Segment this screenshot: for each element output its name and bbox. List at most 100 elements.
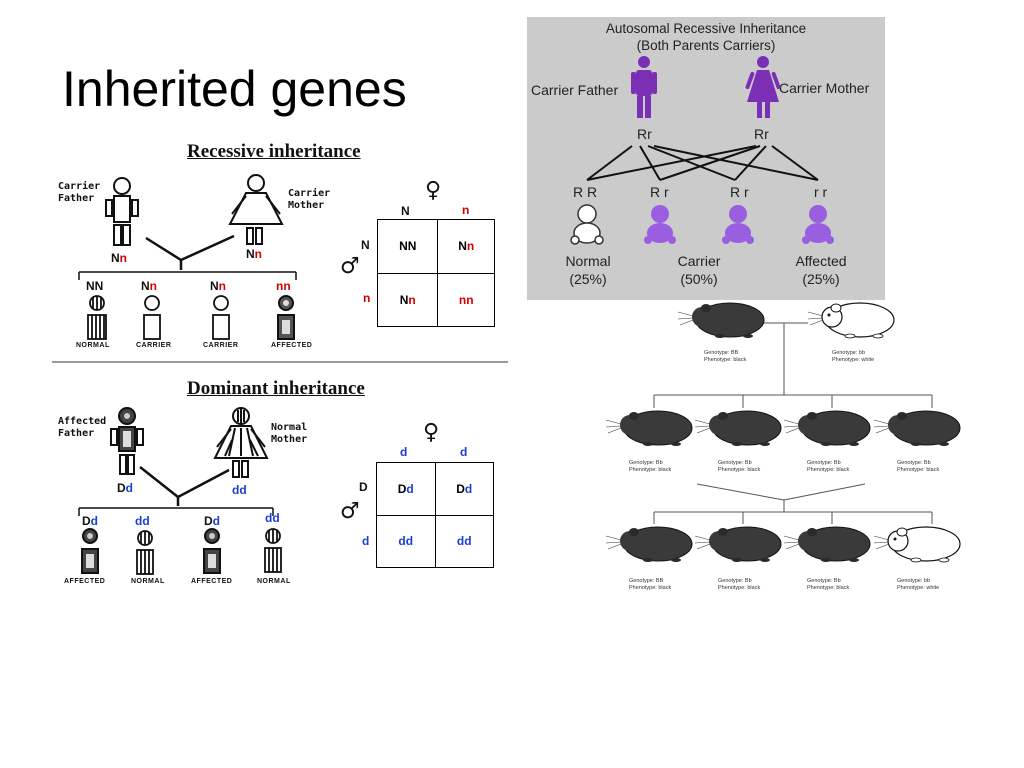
recessive-child4-status: AFFECTED <box>271 342 313 349</box>
recessive-child3-status: CARRIER <box>203 342 239 349</box>
recessive-mother-label-line2: Mother <box>288 200 325 211</box>
male-symbol-icon: ♂ <box>340 254 360 279</box>
recessive-father-genotype: Nn <box>111 251 128 265</box>
dominant-punnett-row-header-1: D <box>359 480 368 494</box>
carrier-baby-icon <box>644 205 676 244</box>
recessive-child4-genotype: nn <box>276 279 291 293</box>
dominant-mother-label-line1: Normal <box>271 422 308 433</box>
affected-baby-icon <box>802 205 834 244</box>
recessive-child-carrier1-figure <box>143 295 161 340</box>
recessive-father-label-line1: Carrier <box>58 181 101 192</box>
dominant-child3-genotype: Dd <box>204 514 221 528</box>
f2-genotype-1: Genotype: BB <box>629 578 664 584</box>
f1-genotype-1: Genotype: Bb <box>629 460 663 466</box>
f2-guinea-pig-3 <box>783 526 871 563</box>
dominant-mother-genotype: dd <box>232 483 247 497</box>
f2-guinea-pig-4 <box>873 526 961 563</box>
recessive-punnett-col-header-2: n <box>462 203 470 217</box>
dominant-child4-status: NORMAL <box>257 578 291 585</box>
outcome-affected-percent: (25%) <box>802 271 840 287</box>
dominant-child-affected1-figure <box>81 528 99 574</box>
recessive-punnett-square: NN Nn Nn nn <box>376 219 495 327</box>
outcome-normal: Normal (25%) <box>558 252 618 288</box>
parent1-genotype: Genotype: BB <box>704 350 739 356</box>
offspring-genotype-4: r r <box>814 184 828 200</box>
f2-phenotype-4: Phenotype: white <box>897 585 940 591</box>
recessive-father-figure <box>105 177 139 246</box>
female-symbol-icon: ♀ <box>423 420 440 445</box>
parent2-genotype: Genotype: bb <box>832 350 866 356</box>
recessive-child-carrier2-figure <box>212 295 230 340</box>
parent2-phenotype: Phenotype: white <box>832 357 875 363</box>
f1-genotype-3: Genotype: Bb <box>807 460 841 466</box>
dominant-child1-genotype: Dd <box>82 514 99 528</box>
recessive-father-label: Carrier Father <box>58 181 100 205</box>
dominant-father-label: Affected Father <box>58 416 106 440</box>
autosomal-father-genotype: Rr <box>637 126 652 142</box>
dominant-child1-status: AFFECTED <box>64 578 106 585</box>
f1-genotype-2: Genotype: Bb <box>718 460 752 466</box>
f1-guinea-pig-4 <box>873 410 961 447</box>
parent-black-guinea-pig <box>677 302 765 339</box>
dominant-punnett-col-header-2: d <box>460 445 468 459</box>
dominant-pedigree-diagram <box>78 407 282 575</box>
parent1-phenotype: Phenotype: black <box>704 357 747 363</box>
outcome-carrier-percent: (50%) <box>680 271 718 287</box>
f1-phenotype-1: Phenotype: black <box>629 467 672 473</box>
f2-guinea-pig-2 <box>694 526 782 563</box>
outcome-affected: Affected (25%) <box>789 252 853 288</box>
normal-baby-icon <box>570 204 604 245</box>
recessive-mother-label-line1: Carrier <box>288 188 331 199</box>
recessive-mother-figure <box>228 174 284 245</box>
dominant-punnett-square: Dd Dd dd dd <box>376 462 494 568</box>
dominant-child-normal2-figure <box>264 528 282 573</box>
slide-title: Inherited genes <box>62 61 407 117</box>
dominant-father-figure <box>110 407 144 475</box>
autosomal-title-line2: (Both Parents Carriers) <box>636 38 776 53</box>
f2-phenotype-1: Phenotype: black <box>629 585 672 591</box>
recessive-father-label-line2: Father <box>58 193 95 204</box>
outcome-affected-label: Affected <box>795 253 847 269</box>
recessive-child1-status: NORMAL <box>76 342 110 349</box>
offspring-genotype-1: R R <box>573 184 598 200</box>
recessive-punnett-row-header-2: n <box>363 291 371 305</box>
f1-phenotype-3: Phenotype: black <box>807 467 850 473</box>
recessive-punnett-cell: NN <box>376 219 439 274</box>
recessive-mother-label: Carrier Mother <box>288 188 330 212</box>
dominant-father-label-line1: Affected <box>58 416 107 427</box>
dominant-mother-figure <box>213 407 269 478</box>
f2-phenotype-3: Phenotype: black <box>807 585 850 591</box>
f2-genotype-2: Genotype: Bb <box>718 578 752 584</box>
f1-phenotype-2: Phenotype: black <box>718 467 761 473</box>
recessive-pedigree-diagram <box>52 174 508 363</box>
father-person-icon <box>631 56 657 118</box>
recessive-child1-genotype: NN <box>86 279 104 293</box>
f2-genotype-4: Genotype: bb <box>897 578 931 584</box>
autosomal-mother-genotype: Rr <box>754 126 769 142</box>
dominant-father-genotype: Dd <box>117 481 134 495</box>
parent-white-guinea-pig <box>807 302 895 339</box>
mother-person-icon <box>745 56 781 118</box>
autosomal-title: Autosomal Recessive Inheritance (Both Pa… <box>527 20 885 54</box>
recessive-punnett-col-header-1: N <box>401 204 410 218</box>
f1-guinea-pig-1 <box>605 410 693 447</box>
f2-guinea-pig-1 <box>605 526 693 563</box>
autosomal-diagram <box>570 56 834 245</box>
recessive-mother-genotype: Nn <box>246 247 263 261</box>
autosomal-title-line1: Autosomal Recessive Inheritance <box>605 21 807 36</box>
male-symbol-icon: ♂ <box>340 499 360 524</box>
outcome-normal-percent: (25%) <box>569 271 607 287</box>
f1-guinea-pig-2 <box>694 410 782 447</box>
f1-phenotype-4: Phenotype: black <box>897 467 940 473</box>
autosomal-father-label: Carrier Father <box>531 82 619 98</box>
dominant-child3-status: AFFECTED <box>191 578 233 585</box>
dominant-title: Dominant inheritance <box>187 378 365 399</box>
autosomal-inheritance-panel <box>527 17 885 300</box>
female-symbol-icon: ♀ <box>425 178 442 203</box>
